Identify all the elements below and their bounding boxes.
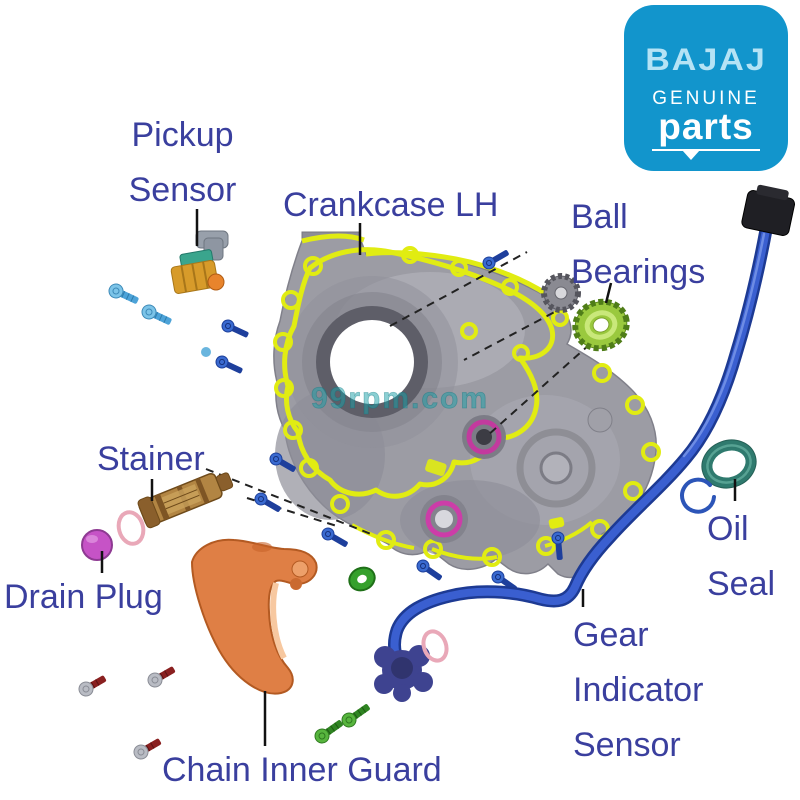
o-ring-pink [421,629,449,663]
label-line: Sensor [573,726,681,764]
o-ring-green [348,566,376,592]
case-ring-detail [539,451,573,485]
crank-bore-hole [330,320,414,404]
label-oil-seal: Oil Seal [707,502,775,612]
label-line: Sensor [128,171,237,209]
logo-title-text: parts [658,106,754,147]
bearing-bore-magenta [462,415,506,459]
logo-underline [652,149,760,160]
gear-indicator-sensor-part [374,645,433,702]
label-line: Oil [707,510,749,548]
label-line: Bearings [571,253,706,291]
gasket-highlight-patch [548,517,565,529]
label-line: Pickup [131,116,234,154]
chain-inner-guard-part [190,538,318,695]
screws [78,250,565,760]
logo-chevron-icon [682,150,700,160]
gasket-highlight-bottom-edge [351,520,594,561]
sensor-cable [388,223,773,668]
crankcase-illustration [201,231,661,579]
ball-bearing-grey [541,273,581,313]
label-pickup-sensor: Pickup Sensor [100,108,265,218]
bearing-bore-magenta [420,495,468,543]
watermark-text: 99rpm.com [311,382,489,415]
label-leader-lines [100,209,737,746]
label-line: Indicator [573,671,704,709]
label-chain-inner-guard: Chain Inner Guard [162,751,442,789]
case-ring-detail [516,428,596,508]
small-blue-dot [201,347,211,357]
label-crankcase-lh: Crankcase LH [283,186,499,224]
label-drain-plug: Drain Plug [4,578,163,616]
circlip-part [680,477,716,514]
case-ring-detail [587,407,613,433]
logo-brand-text: BAJAJ [645,42,767,78]
label-gear-indicator-sensor: Gear Indicator Sensor [573,608,703,773]
cable-connector [741,184,796,236]
o-ring-pink [116,510,146,546]
label-stainer: Stainer [97,440,205,478]
label-ball-bearings: Ball Bearings [571,190,705,300]
drain-plug-part [81,529,113,561]
label-line: Seal [707,565,776,603]
logo-subtitle-text: GENUINE [652,88,760,109]
gasket-highlight-patch [425,458,447,476]
bolt-hole-highlights [273,246,661,567]
label-line: Ball [571,198,628,236]
strainer-part [137,472,234,529]
oil-seal-part [701,439,757,489]
guard-highlight [270,582,287,660]
pickup-sensor-part [170,230,229,294]
label-line: Gear [573,616,649,654]
ball-bearing-green [572,298,630,352]
gasket-highlight [282,247,556,499]
bajaj-genuine-parts-logo: BAJAJ GENUINE parts [624,5,788,171]
